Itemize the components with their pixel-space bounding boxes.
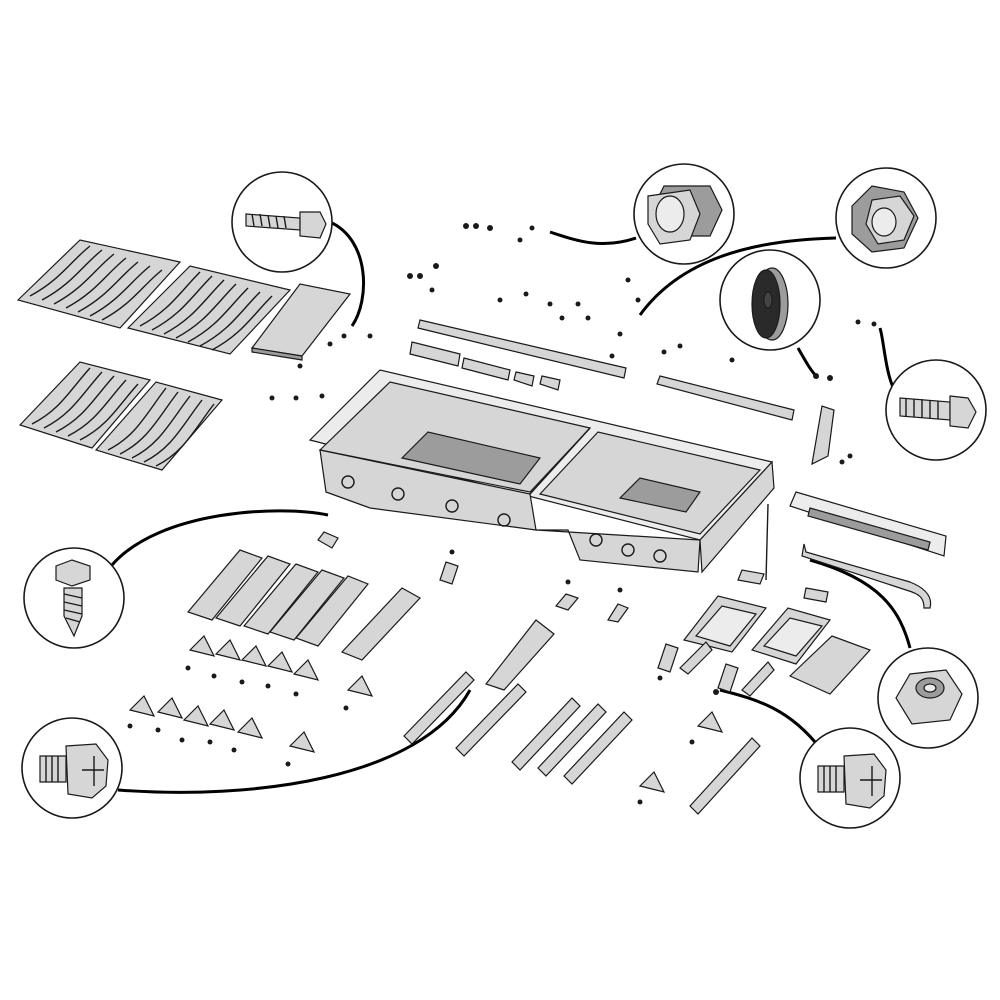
callout-hex-bolt: [885, 359, 987, 461]
firebox: [308, 369, 775, 574]
bolt-icon: [899, 395, 977, 429]
callout-phillips-hex-screw-left: [21, 717, 123, 819]
serrated-nut-icon: [851, 185, 919, 253]
cooking-grate-left-rear: [16, 239, 182, 329]
rear-rails: [409, 319, 795, 421]
callout-phillips-hex-screw-right: [799, 727, 901, 829]
heat-deflectors: [128, 634, 724, 793]
side-burner-plate: [788, 635, 872, 695]
phillips-screw-icon: [817, 753, 887, 809]
side-bracket: [811, 405, 835, 466]
callout-serrated-nut-large: [835, 167, 937, 269]
serrated-nut-icon: [647, 185, 723, 245]
hex-nut-icon: [895, 669, 963, 725]
screw-icon: [245, 211, 327, 239]
phillips-screw-icon: [39, 743, 109, 799]
burner-tubes: [403, 671, 761, 815]
infrared-rear-burner: [789, 491, 947, 609]
callout-serrated-nut-small: [633, 163, 735, 265]
warming-plate: [250, 283, 352, 361]
screw-icon: [55, 559, 91, 638]
loose-fasteners: [127, 223, 877, 805]
cooking-grate-left-front: [18, 361, 152, 449]
washer-icon: [751, 267, 789, 341]
side-burners: [679, 595, 832, 697]
cooking-grate-right-front: [94, 381, 224, 471]
electrode-bracket: [737, 503, 829, 603]
cooking-grate-right-rear: [126, 265, 292, 355]
leader-lines: [110, 220, 912, 794]
flavorizer-bars: [186, 531, 739, 693]
callout-hex-nut: [877, 647, 979, 749]
callout-rubber-washer: [719, 249, 821, 351]
callout-self-drilling-screw-top: [231, 171, 333, 273]
callout-self-drilling-screw-left: [23, 547, 125, 649]
